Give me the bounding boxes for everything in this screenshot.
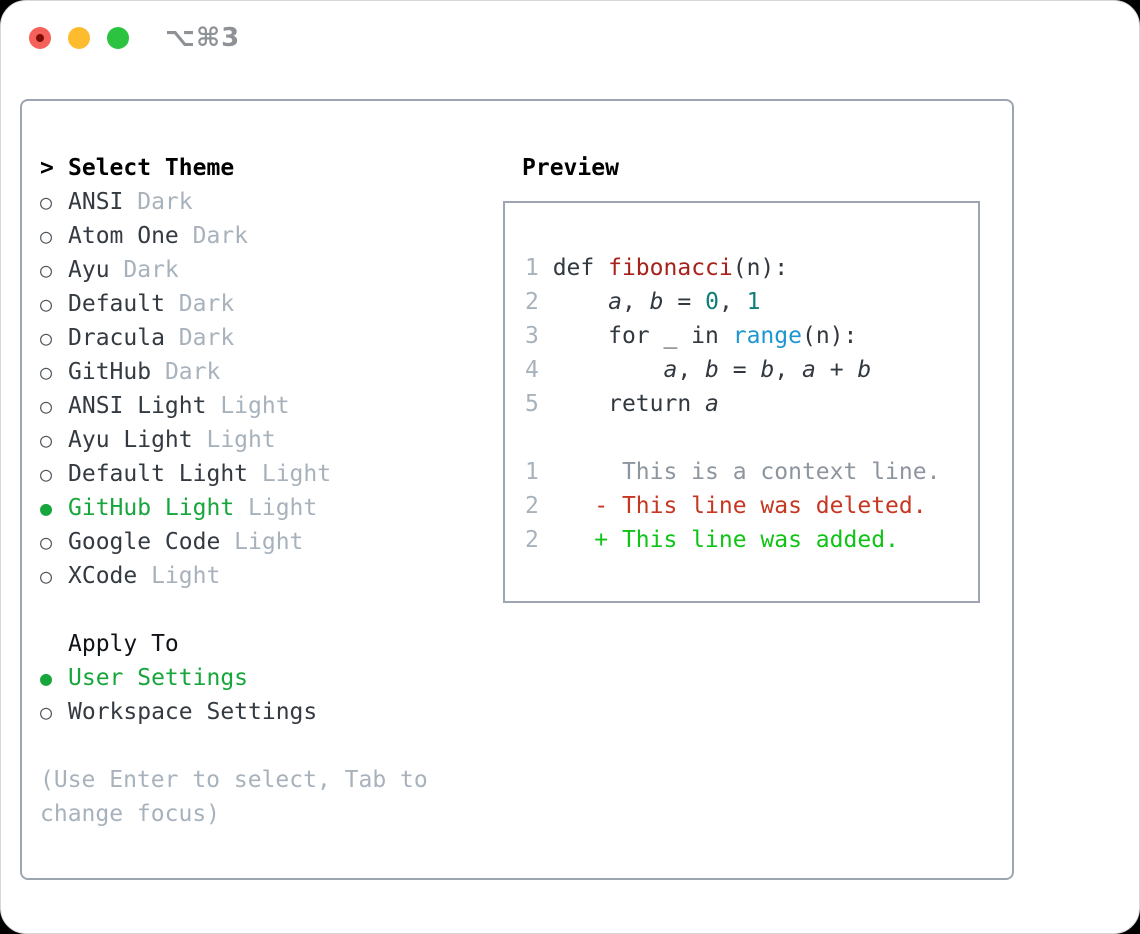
radio-unselected-icon: ○ <box>40 462 53 486</box>
apply-to-title: Apply To <box>68 631 179 657</box>
radio-unselected-icon: ○ <box>40 394 53 418</box>
theme-list-title: Select Theme <box>68 155 235 181</box>
theme-option-ayu-dark[interactable]: ○ Ayu Dark <box>40 257 179 283</box>
theme-option-default-dark[interactable]: ○ Default Dark <box>40 291 235 317</box>
window-controls <box>29 27 129 49</box>
theme-option-github-dark[interactable]: ○ GitHub Dark <box>40 359 221 385</box>
radio-unselected-icon: ○ <box>40 326 53 350</box>
close-dot-icon <box>36 34 44 42</box>
blank-line <box>525 421 978 455</box>
theme-option-ayu-light[interactable]: ○ Ayu Light Light <box>40 427 276 453</box>
code-line: 3 for _ in range(n): <box>525 323 858 349</box>
radio-unselected-icon: ○ <box>40 224 53 248</box>
diff-context-line: 1 This is a context line. <box>525 459 941 485</box>
radio-unselected-icon: ○ <box>40 360 53 384</box>
diff-added-line: 2 + This line was added. <box>525 527 899 553</box>
radio-unselected-icon: ○ <box>40 190 53 214</box>
radio-unselected-icon: ○ <box>40 530 53 554</box>
radio-unselected-icon: ○ <box>40 292 53 316</box>
code-preview-box: 1 def fibonacci(n): 2 a, b = 0, 1 3 for … <box>503 201 980 603</box>
radio-selected-icon: ● <box>40 496 53 520</box>
radio-unselected-icon: ○ <box>40 700 53 724</box>
theme-option-xcode-light[interactable]: ○ XCode Light <box>40 563 221 589</box>
radio-selected-icon: ● <box>40 666 53 690</box>
theme-option-ansi-dark[interactable]: ○ ANSI Dark <box>40 189 193 215</box>
theme-list: > Select Theme ○ ANSI Dark ○ Atom One Da… <box>40 151 490 831</box>
close-button[interactable] <box>29 27 51 49</box>
minimize-button[interactable] <box>68 27 90 49</box>
help-text-line1: (Use Enter to select, Tab to <box>40 767 428 793</box>
theme-option-dracula-dark[interactable]: ○ Dracula Dark <box>40 325 235 351</box>
diff-deleted-line: 2 - This line was deleted. <box>525 493 927 519</box>
radio-unselected-icon: ○ <box>40 258 53 282</box>
radio-unselected-icon: ○ <box>40 428 53 452</box>
theme-option-atom-one-dark[interactable]: ○ Atom One Dark <box>40 223 249 249</box>
theme-picker-panel: > Select Theme ○ ANSI Dark ○ Atom One Da… <box>20 99 1014 880</box>
theme-list-header: > Select Theme <box>40 151 490 185</box>
radio-unselected-icon: ○ <box>40 564 53 588</box>
keyboard-shortcut-label: ⌥⌘3 <box>165 23 241 53</box>
theme-option-github-light-selected[interactable]: ● GitHub Light Light <box>40 495 318 521</box>
preview-title: Preview <box>522 155 619 181</box>
theme-option-google-code-light[interactable]: ○ Google Code Light <box>40 529 304 555</box>
theme-option-default-light[interactable]: ○ Default Light Light <box>40 461 332 487</box>
theme-option-ansi-light[interactable]: ○ ANSI Light Light <box>40 393 290 419</box>
preview-section: Preview 1 def fibonacci(n): 2 a, b = 0, … <box>503 151 980 603</box>
code-line: 1 def fibonacci(n): <box>525 255 789 281</box>
maximize-button[interactable] <box>107 27 129 49</box>
help-text-line2: change focus) <box>40 801 221 827</box>
apply-option-workspace-settings[interactable]: ○ Workspace Settings <box>40 699 318 725</box>
title-bar: ⌥⌘3 <box>1 1 1139 75</box>
apply-to-header: Apply To <box>40 627 490 661</box>
code-line: 4 a, b = b, a + b <box>525 357 872 383</box>
cursor-icon: > <box>40 155 54 181</box>
code-line: 5 return a <box>525 391 719 417</box>
code-line: 2 a, b = 0, 1 <box>525 289 761 315</box>
apply-option-user-settings[interactable]: ● User Settings <box>40 665 249 691</box>
